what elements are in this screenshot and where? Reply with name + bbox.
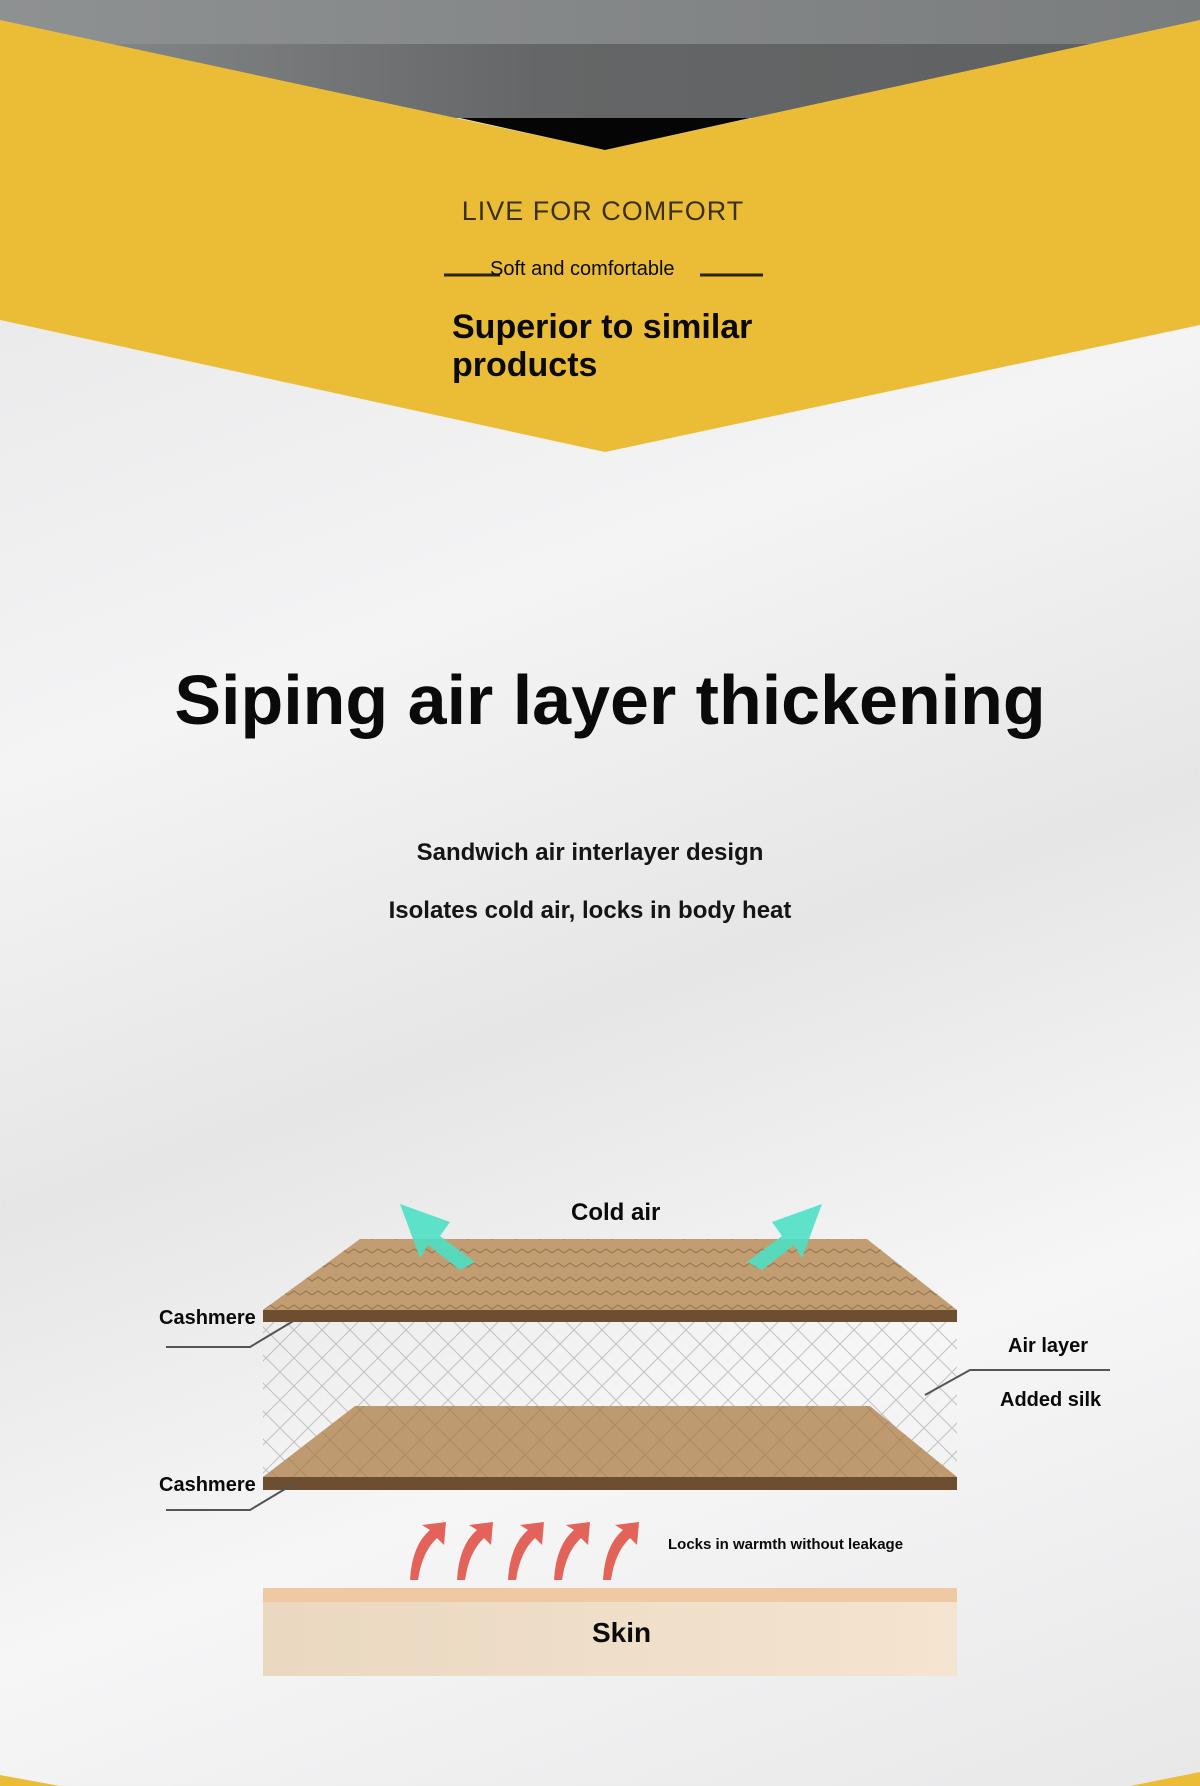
banner-subtitle: Soft and comfortable — [490, 258, 675, 280]
added-silk-label: Added silk — [1000, 1389, 1102, 1411]
warmth-label: Locks in warmth without leakage — [668, 1536, 904, 1553]
top-cashmere-layer — [263, 1310, 957, 1322]
tagline: LIVE FOR COMFORT — [461, 196, 745, 226]
main-title: Siping air layer thickening — [174, 661, 1046, 739]
cold-air-label: Cold air — [571, 1199, 661, 1226]
cashmere-top-label: Cashmere — [159, 1307, 256, 1329]
yellow-chevron — [0, 20, 1200, 452]
air-layer-label: Air layer — [1008, 1335, 1089, 1357]
main-line-2: Isolates cold air, locks in body heat — [388, 897, 792, 924]
skin-layer — [263, 1588, 957, 1676]
banner-headline-1: Superior to similar — [452, 308, 753, 346]
cold-air-arrows — [400, 1204, 822, 1270]
bottom-cashmere-layer — [263, 1477, 957, 1490]
warmth-arrows — [410, 1522, 639, 1580]
banner-headline-2: products — [452, 346, 598, 384]
cashmere-bottom-label: Cashmere — [159, 1474, 256, 1496]
main-line-1: Sandwich air interlayer design — [416, 839, 764, 866]
skin-label: Skin — [592, 1617, 652, 1648]
